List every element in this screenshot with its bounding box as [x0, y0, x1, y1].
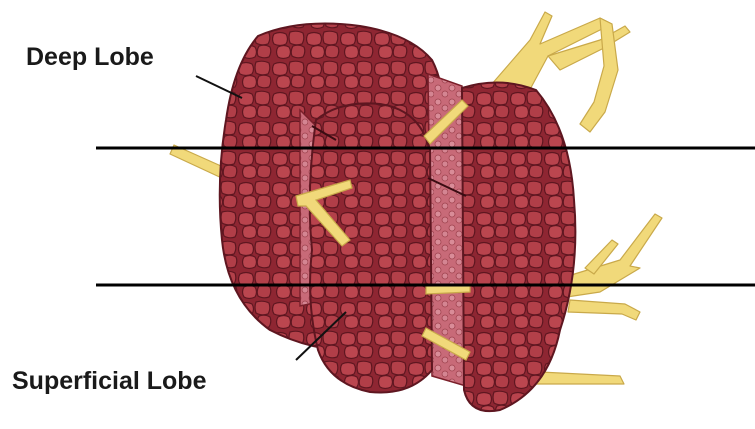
deep-lobe-label: Deep Lobe: [26, 45, 154, 70]
superficial-lobe-label: Superficial Lobe: [12, 369, 206, 394]
